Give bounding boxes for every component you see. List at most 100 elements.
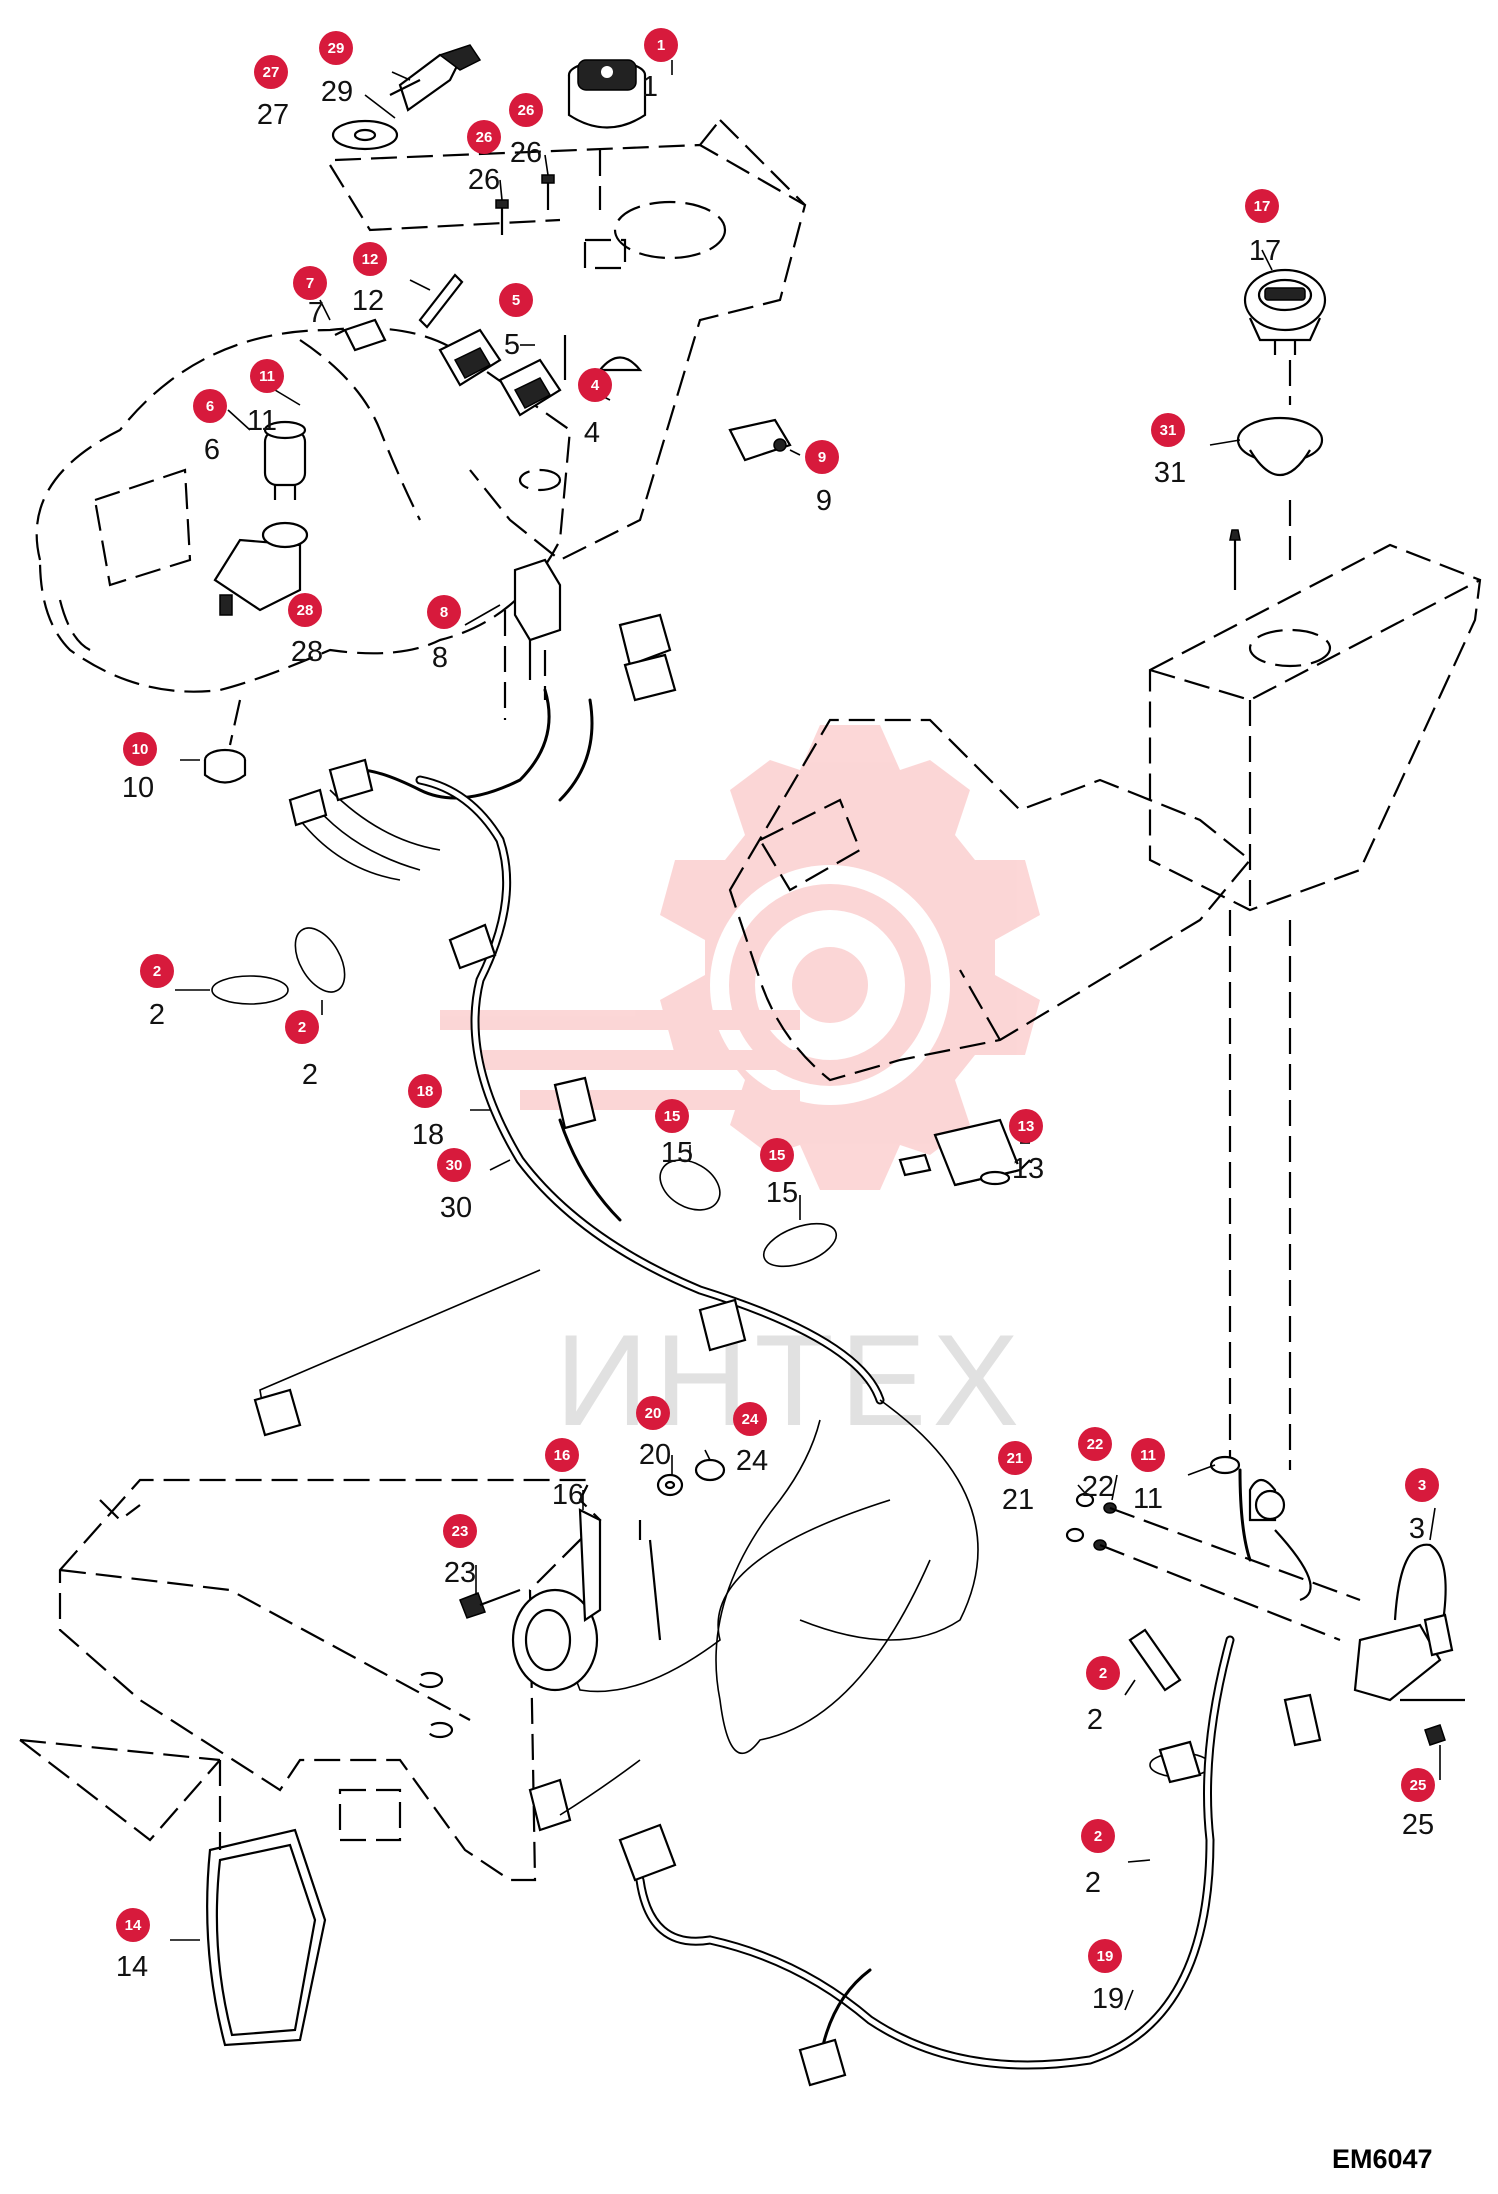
callout-part-number: 6	[204, 434, 220, 466]
callout-badge-number: 2	[153, 963, 161, 980]
callout-badge	[467, 120, 501, 154]
callout-badge	[288, 593, 322, 627]
callout-badge-number: 15	[769, 1147, 786, 1164]
callout-part-number: 15	[766, 1177, 798, 1209]
lower-harness-19	[618, 1468, 1322, 2087]
callout-part-number: 8	[432, 642, 448, 674]
callout-part-number: 4	[584, 417, 600, 449]
hardware-21-22-25	[1065, 1455, 1465, 1746]
callout-25: 25 25	[1401, 1768, 1435, 1841]
callout-badge-number: 27	[263, 64, 280, 81]
callout-badge	[499, 283, 533, 317]
callout-part-number: 2	[149, 999, 165, 1031]
callout-badge	[805, 440, 839, 474]
callout-badge	[193, 389, 227, 423]
callout-badge-number: 11	[259, 368, 275, 385]
callout-badge	[123, 732, 157, 766]
callout-part-number: 27	[257, 99, 289, 131]
callout-part-number: 25	[1402, 1809, 1434, 1841]
callout-badge-number: 6	[206, 398, 214, 415]
callout-part-number: 7	[308, 297, 324, 329]
callout-badge	[1081, 1819, 1115, 1853]
light-14	[206, 1760, 327, 2047]
callout-7: 77	[293, 266, 327, 329]
callout-2: 22	[140, 954, 174, 1031]
cable-tie-2-lower	[1128, 1628, 1182, 1692]
callout-badge-number: 28	[297, 602, 314, 619]
callout-badge-number: 11	[1140, 1447, 1156, 1464]
callout-part-number: 12	[352, 285, 384, 317]
callout-badge	[1401, 1768, 1435, 1802]
callout-part-number: 20	[639, 1439, 671, 1471]
module-8	[503, 558, 677, 720]
callout-badge	[1009, 1109, 1043, 1143]
callout-badge	[760, 1138, 794, 1172]
callout-badge-number: 14	[125, 1917, 142, 1934]
callout-3: 33	[1405, 1468, 1439, 1545]
ignition-switch-1	[567, 59, 647, 210]
switches-5-4	[438, 328, 643, 417]
callout-badge	[353, 242, 387, 276]
callout-badge	[408, 1074, 442, 1108]
callout-part-number: 2	[302, 1059, 318, 1091]
callout-21: 21 21	[998, 1441, 1034, 1516]
socket-6	[263, 420, 307, 500]
callout-badge-number: 30	[446, 1157, 463, 1174]
callout-badge-number: 2	[1099, 1665, 1107, 1682]
callout-12: 12 12	[352, 242, 387, 317]
callout-badge-number: 17	[1254, 198, 1271, 215]
callout-part-number: 11	[1133, 1483, 1163, 1515]
plug-10	[203, 699, 247, 784]
rod-12	[418, 273, 464, 329]
center-frame	[728, 718, 1292, 1470]
callout-badge-number: 13	[1018, 1118, 1035, 1135]
callout-badge-number: 25	[1410, 1777, 1427, 1794]
callout-badge-number: 21	[1007, 1450, 1024, 1467]
callout-2: 22	[1086, 1656, 1120, 1736]
callout-badge-number: 26	[476, 129, 493, 146]
callout-badge	[1078, 1427, 1112, 1461]
callout-part-number: 24	[736, 1445, 768, 1477]
callout-badge-number: 19	[1097, 1948, 1114, 1965]
callout-badge-number: 15	[664, 1108, 681, 1125]
callout-part-number: 26	[510, 137, 542, 169]
callout-part-number: 18	[412, 1119, 444, 1151]
switch-3	[1353, 1543, 1454, 1702]
callout-part-number: 22	[1082, 1471, 1114, 1503]
callout-part-number: 31	[1154, 457, 1186, 489]
callout-badge-number: 29	[328, 40, 345, 57]
callout-part-number: 10	[122, 772, 154, 804]
callout-9: 99	[805, 440, 839, 517]
callout-part-number: 5	[504, 329, 520, 361]
callout-badge-number: 5	[512, 292, 520, 309]
callout-badge-number: 7	[306, 275, 314, 292]
callout-badge-number: 12	[362, 251, 379, 268]
washers-20-24	[656, 1458, 726, 1497]
callout-part-number: 2	[1087, 1704, 1103, 1736]
callout-badge	[427, 595, 461, 629]
callout-badge	[1405, 1468, 1439, 1502]
callout-badge	[998, 1441, 1032, 1475]
callout-part-number: 23	[444, 1557, 476, 1589]
callout-part-number: 15	[661, 1137, 693, 1169]
callout-part-number: 13	[1012, 1153, 1044, 1185]
callout-badge	[443, 1514, 477, 1548]
callout-6: 66	[193, 389, 227, 466]
callout-11: 11 11	[1131, 1438, 1165, 1515]
callout-badge	[1131, 1438, 1165, 1472]
callout-part-number: 21	[1002, 1484, 1034, 1516]
callout-badge-number: 2	[1094, 1828, 1102, 1845]
